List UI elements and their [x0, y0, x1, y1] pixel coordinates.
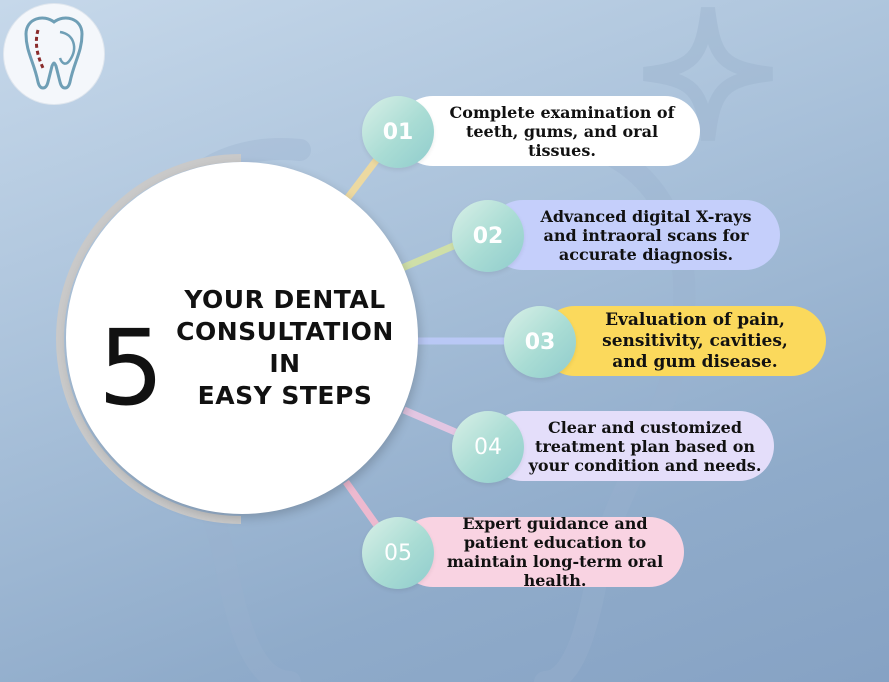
step-05: Expert guidance and patient education to…	[362, 514, 684, 590]
step-text: Complete examination of teeth, gums, and…	[449, 102, 675, 160]
step-03: Evaluation of pain, sensitivity, cavitie…	[504, 306, 826, 378]
step-01: Complete examination of teeth, gums, and…	[362, 96, 700, 168]
step-number-badge: 02	[452, 200, 524, 272]
step-pill: Clear and customized treatment plan base…	[488, 411, 774, 481]
tooth-logo-icon	[24, 16, 84, 90]
title-line-1: YOUR DENTAL	[184, 285, 386, 314]
step-pill: Complete examination of teeth, gums, and…	[398, 96, 700, 166]
step-text: Advanced digital X-rays and intraoral sc…	[540, 206, 752, 264]
step-text: Expert guidance and patient education to…	[446, 514, 664, 590]
connector-line-05	[343, 479, 383, 533]
page-title: YOUR DENTAL CONSULTATION IN EASY STEPS	[160, 284, 410, 412]
connector-line-04	[402, 406, 462, 438]
title-line-4: EASY STEPS	[197, 381, 373, 410]
step-pill: Advanced digital X-rays and intraoral sc…	[488, 200, 780, 270]
title-circle	[66, 162, 418, 514]
step-number-badge: 05	[362, 517, 434, 589]
step-02: Advanced digital X-rays and intraoral sc…	[452, 200, 780, 272]
connector-line-02	[400, 240, 460, 272]
title-line-3: IN	[269, 349, 301, 378]
big-number: 5	[98, 307, 165, 429]
step-number-badge: 03	[504, 306, 576, 378]
step-number-badge: 04	[452, 411, 524, 483]
title-line-2: CONSULTATION	[176, 317, 394, 346]
step-pill: Evaluation of pain, sensitivity, cavitie…	[540, 306, 826, 376]
step-pill: Expert guidance and patient education to…	[398, 514, 684, 590]
step-04: Clear and customized treatment plan base…	[452, 411, 774, 483]
step-text: Clear and customized treatment plan base…	[528, 417, 762, 475]
step-number-badge: 01	[362, 96, 434, 168]
clinic-logo	[4, 4, 104, 104]
step-text: Evaluation of pain, sensitivity, cavitie…	[602, 309, 788, 372]
